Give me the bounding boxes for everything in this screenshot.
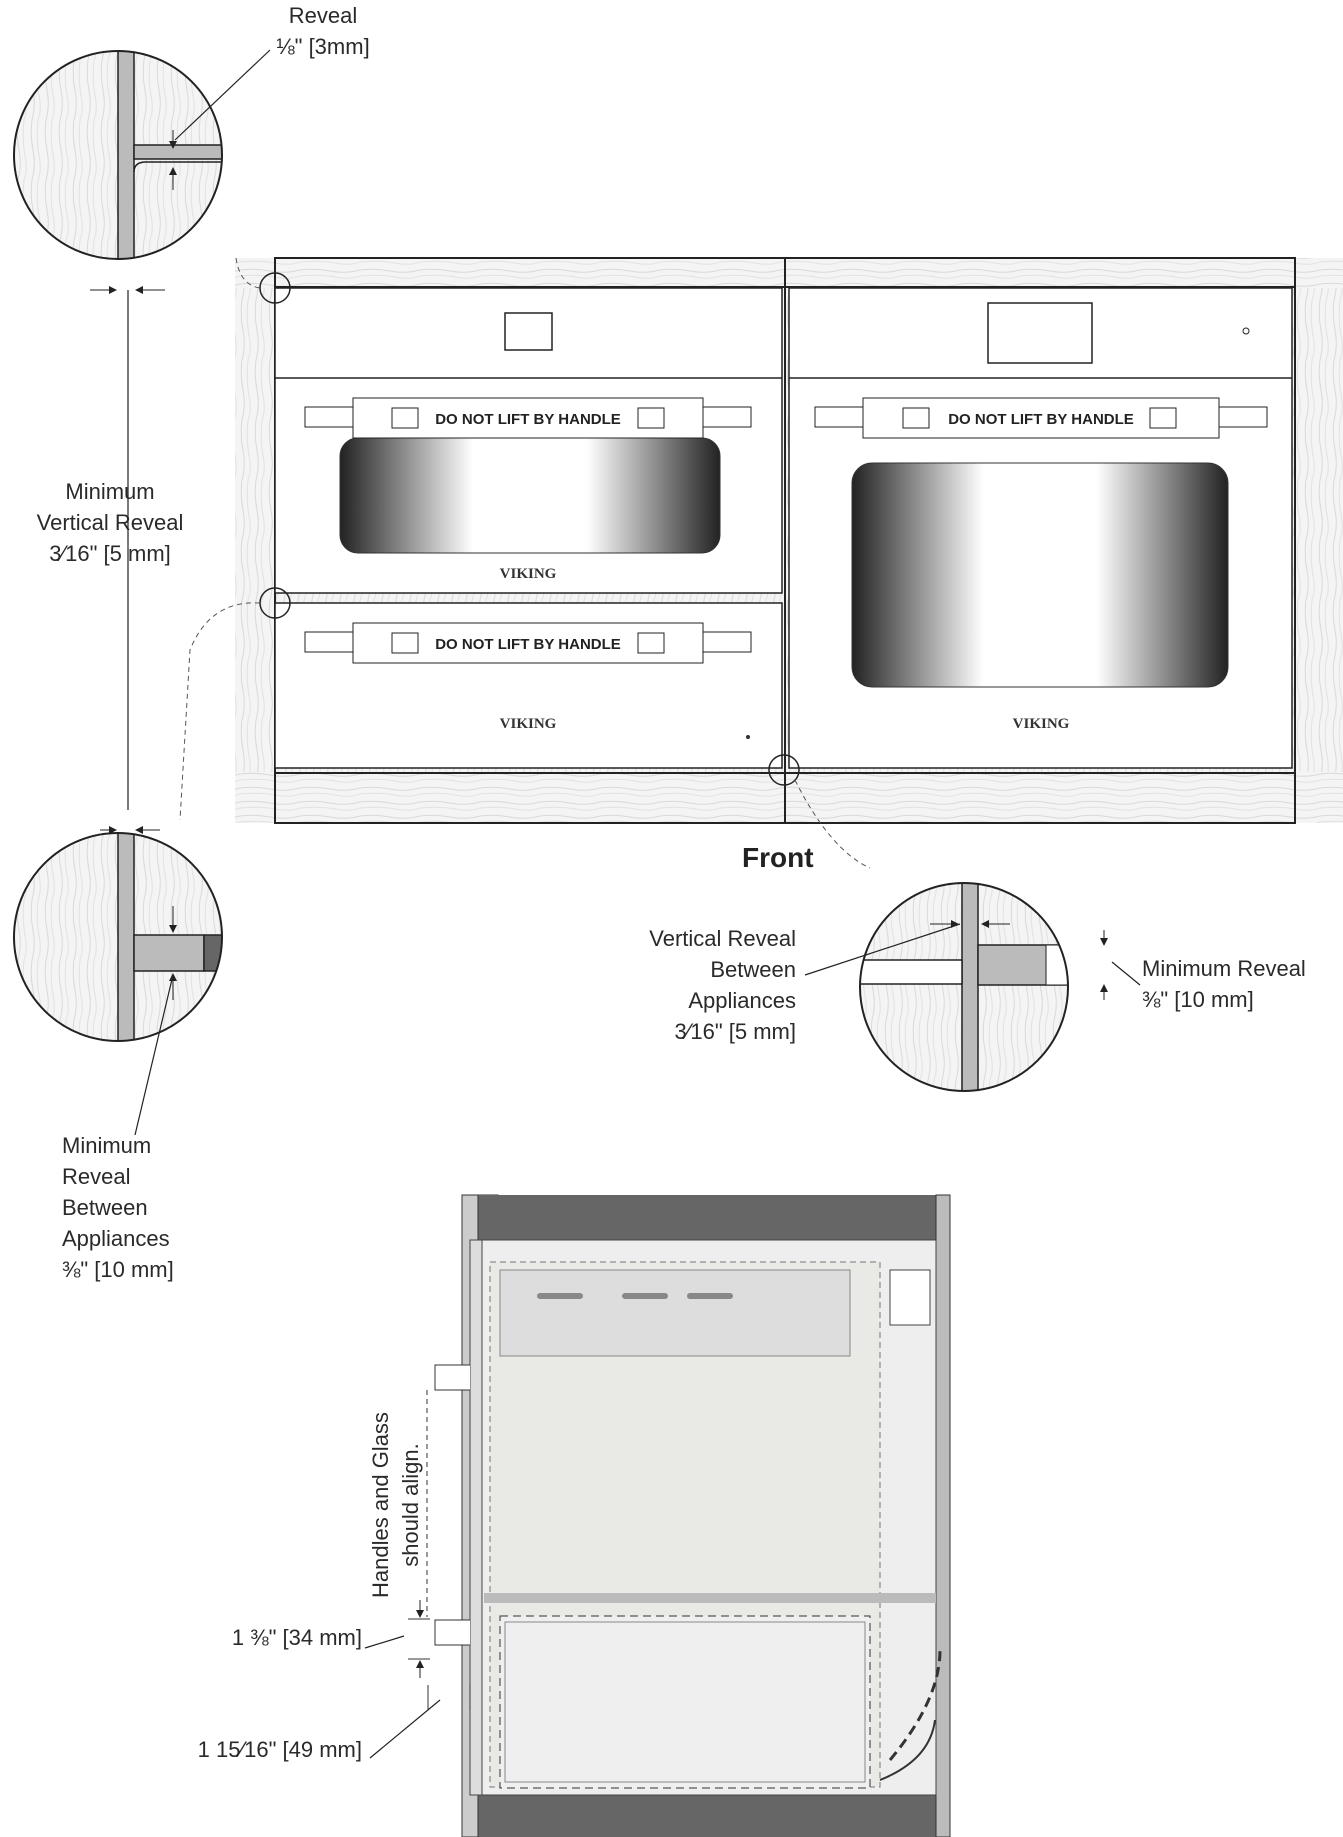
front-elevation: DO NOT LIFT BY HANDLE VIKING DO NOT LIFT…: [179, 257, 1343, 869]
handle-label-1: DO NOT LIFT BY HANDLE: [435, 411, 621, 428]
side-section-view: [364, 1194, 952, 1837]
warning-lift-icon: [1149, 407, 1177, 429]
warning-lift-icon: [391, 407, 419, 429]
front-label: Front: [742, 842, 814, 873]
vertical-reveal-between-label: Vertical Reveal Between Appliances 3⁄16"…: [649, 926, 796, 1044]
detail-circle-min-reveal: [14, 833, 222, 1041]
warning-lift-icon: [637, 632, 665, 654]
min-reveal-right-label: Minimum Reveal ⅜" [10 mm]: [1142, 956, 1306, 1012]
callout-circle: [768, 754, 800, 786]
detail-circle-vertical-reveal: [860, 883, 1068, 1091]
detail-circle-reveal: [14, 51, 222, 259]
warning-lift-icon: [637, 407, 665, 429]
min-reveal-between-label: Minimum Reveal Between Appliances ⅜" [10…: [62, 1133, 174, 1282]
handle-label-3: DO NOT LIFT BY HANDLE: [948, 411, 1134, 428]
brand-logo-3: VIKING: [1013, 716, 1070, 732]
side-note-label: Handles and Glass should align.: [368, 1412, 423, 1598]
warning-lift-icon: [391, 632, 419, 654]
handle-label-2: DO NOT LIFT BY HANDLE: [435, 636, 621, 653]
reveal-top-label: Reveal ⅛" [3mm]: [276, 3, 370, 59]
warning-lift-icon: [902, 407, 930, 429]
min-vertical-reveal-label: Minimum Vertical Reveal 3⁄16" [5 mm]: [36, 479, 184, 566]
dim-34-label: 1 ⅜" [34 mm]: [231, 1625, 362, 1650]
brand-logo-2: VIKING: [500, 716, 557, 732]
brand-logo-1: VIKING: [500, 566, 557, 582]
dim-49-label: 1 15⁄16" [49 mm]: [197, 1737, 362, 1762]
callout-circle: [259, 272, 291, 304]
